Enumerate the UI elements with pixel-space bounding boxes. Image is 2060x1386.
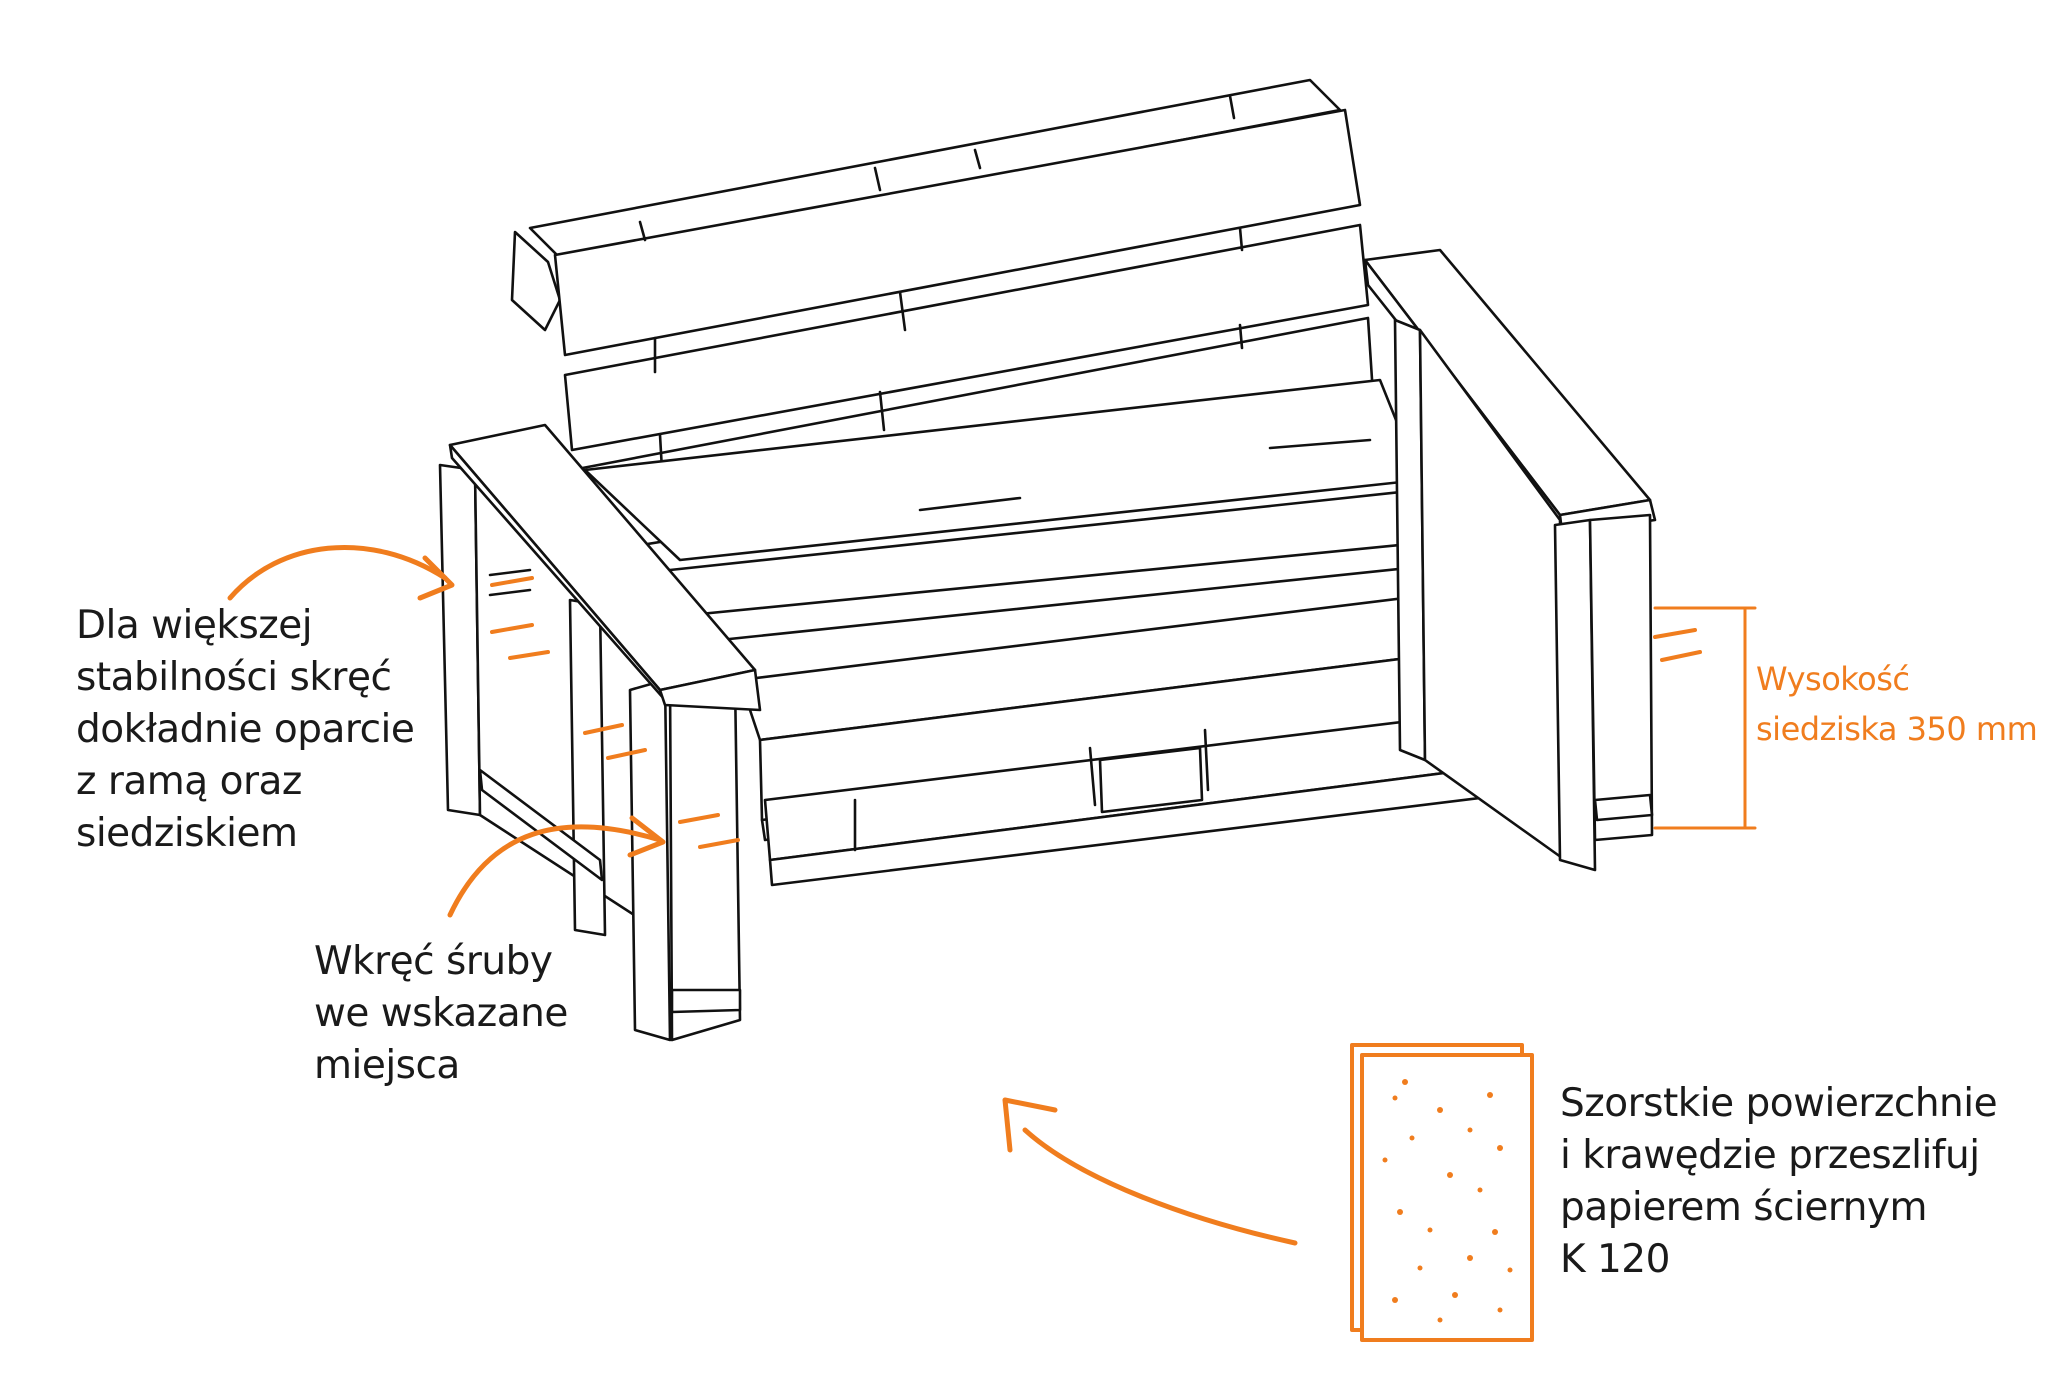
seat-height-note: Wysokość siedziska 350 mm	[1756, 660, 2038, 748]
dimension-bracket-icon	[1653, 606, 1757, 830]
arrow-icon	[227, 545, 448, 601]
arrow-icon	[447, 824, 663, 918]
screw-icon	[1653, 628, 1702, 662]
seat	[583, 378, 1557, 887]
sandpaper-icon	[1350, 1043, 1534, 1342]
annotations	[227, 545, 1757, 1342]
arrow-icon	[1022, 1127, 1298, 1246]
sandpaper-grain	[1382, 1079, 1513, 1323]
right-armrest	[1363, 248, 1657, 872]
left-armrest	[438, 423, 762, 1042]
screw-icon	[490, 576, 740, 849]
stability-note: Dla większej stabilności skręć dokładnie…	[76, 603, 415, 856]
sanding-note: Szorstkie powierzchnie i krawędzie przes…	[1560, 1081, 1998, 1282]
screws-note: Wkręć śruby we wskazane miejsca	[314, 939, 568, 1088]
